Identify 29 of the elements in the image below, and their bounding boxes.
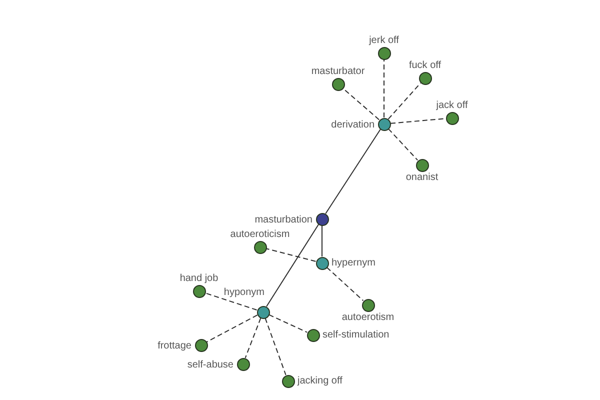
dashed-connector: [342, 88, 380, 120]
dashed-connector: [268, 314, 308, 333]
node-label: derivation: [331, 120, 374, 131]
node-label: jacking off: [298, 376, 342, 386]
node-label: autoeroticism: [230, 228, 290, 240]
dashed-connector: [204, 292, 258, 310]
dashed-connector: [388, 128, 418, 161]
node-label: hyponym: [224, 286, 264, 298]
node-label: jerk off: [369, 34, 399, 46]
dashed-connector: [266, 248, 316, 262]
dashed-connector: [390, 118, 446, 124]
dashed-connector: [388, 82, 422, 120]
node-label: hand job: [180, 272, 218, 284]
node-label: hypernym: [332, 258, 376, 268]
node-label: self-abuse: [187, 360, 234, 371]
dashed-connector: [326, 266, 364, 302]
node-label: fuck off: [408, 60, 442, 70]
dashed-connector: [244, 318, 262, 358]
dashed-connector: [264, 318, 286, 376]
dashed-connector: [206, 314, 258, 342]
connector-line: [325, 128, 381, 214]
node-label: self-stimulation: [322, 330, 390, 340]
node-label: onanist: [406, 172, 438, 182]
connector-line: [266, 224, 319, 307]
node-label: autoerotism: [342, 312, 394, 322]
node-label: masturbation: [254, 214, 312, 226]
node-label: masturbator: [311, 66, 365, 76]
node-label: jack off: [436, 100, 468, 110]
node-label: frottage: [158, 340, 192, 352]
